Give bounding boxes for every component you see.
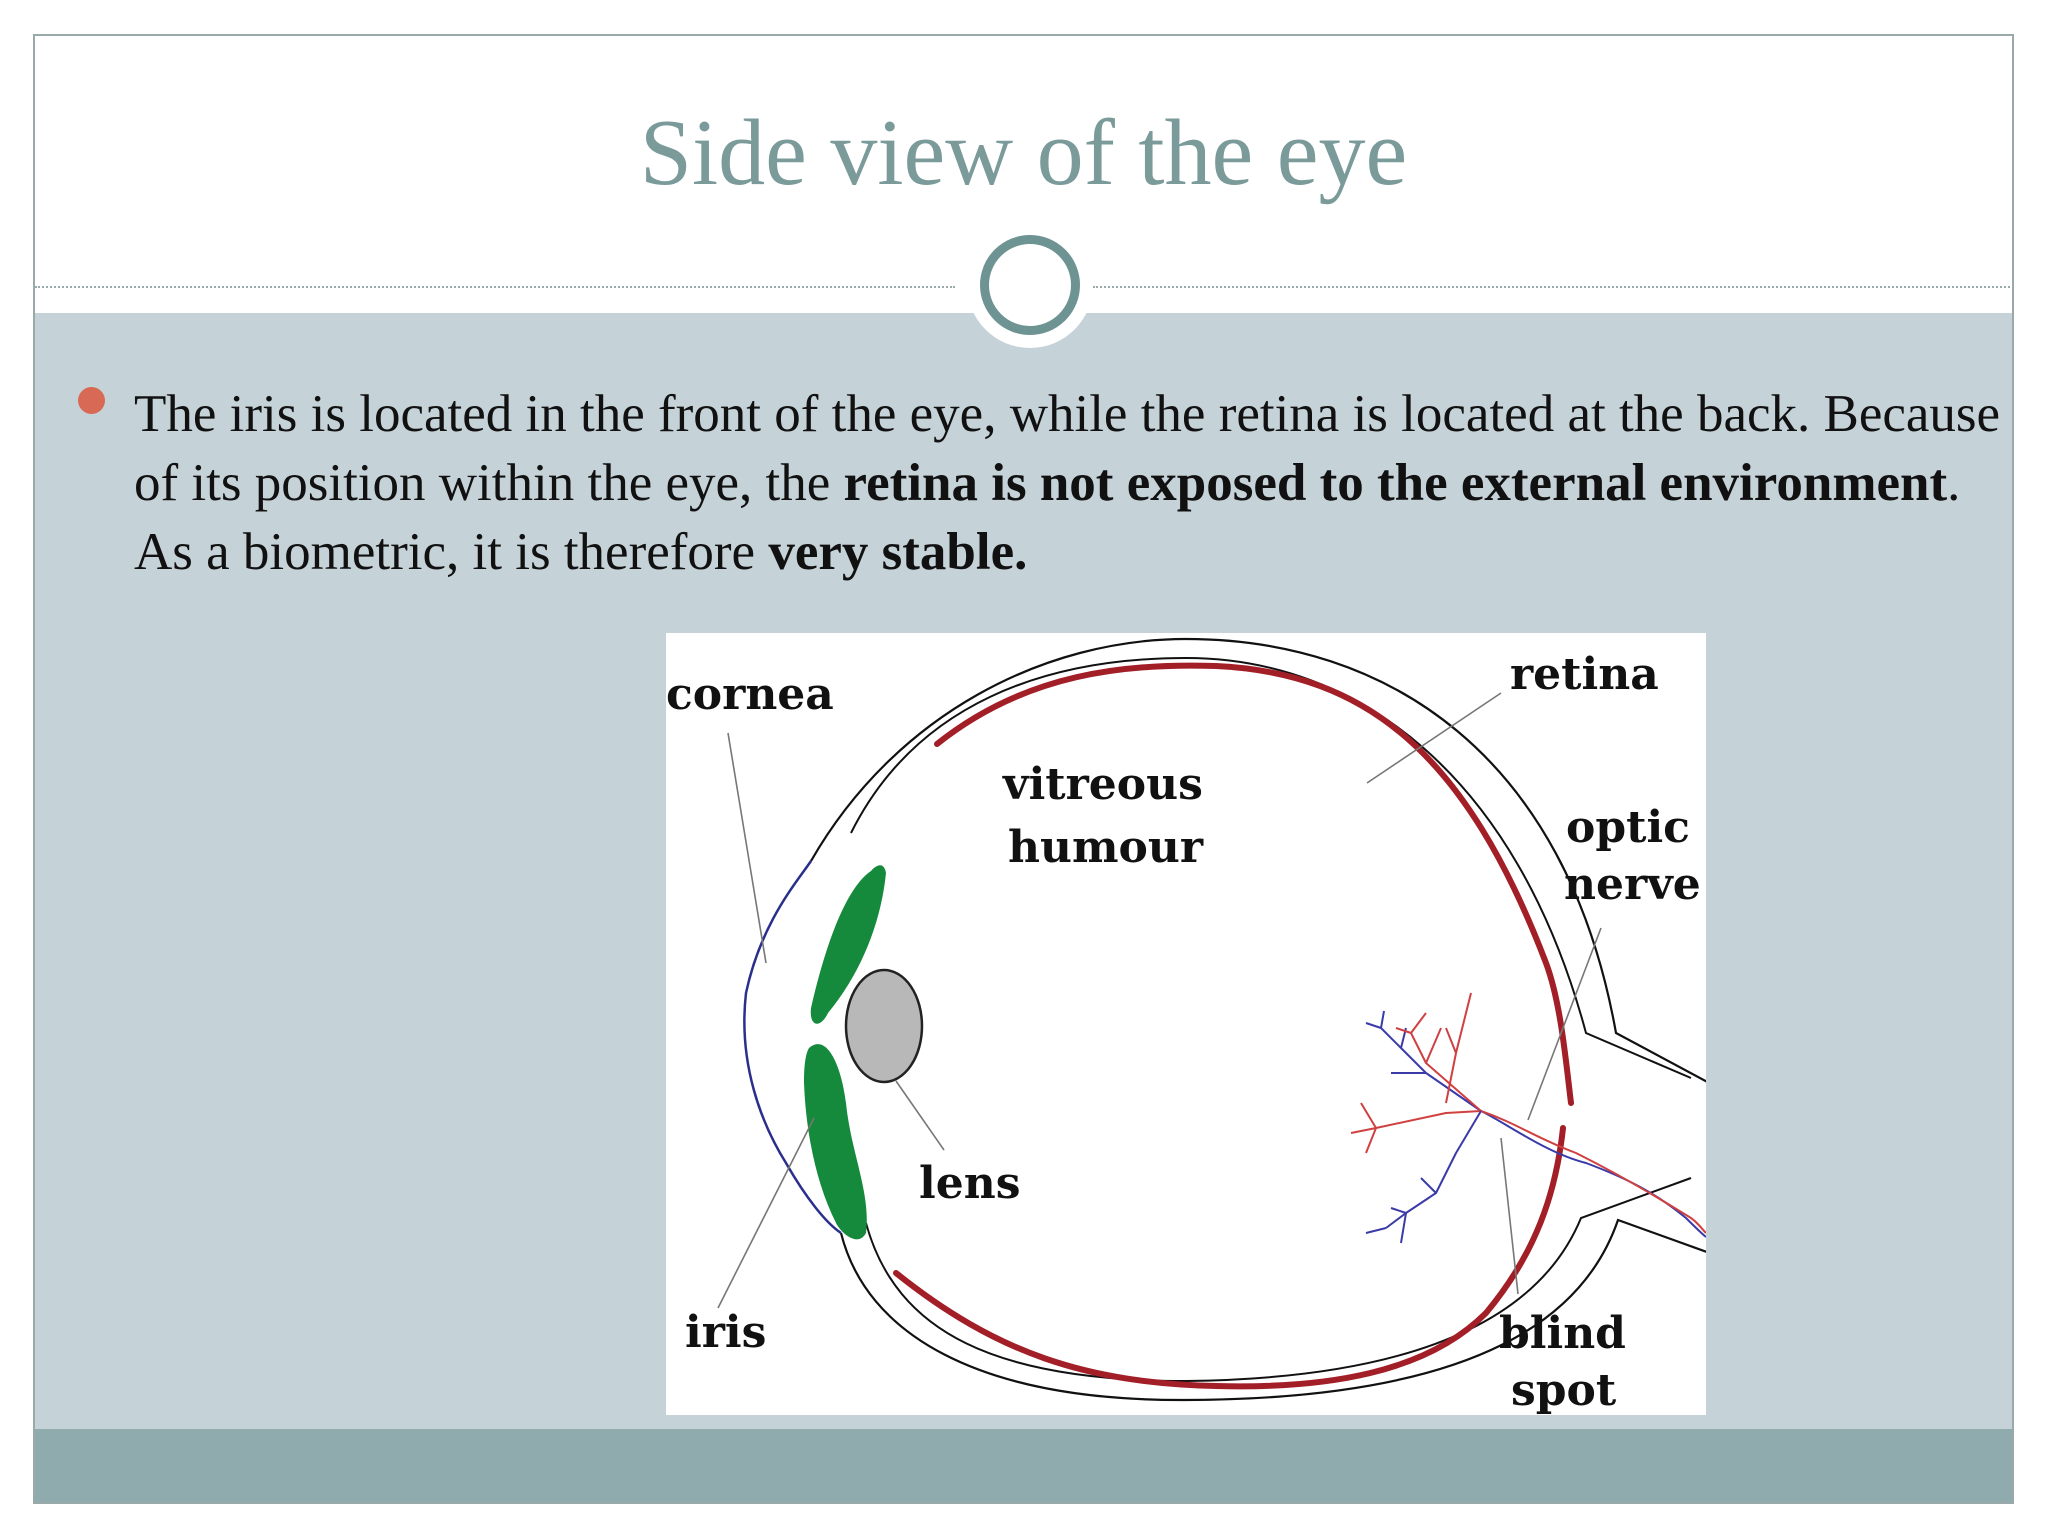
eye-diagram-svg: cornea retina vitreous humour optic nerv… (666, 637, 1706, 1415)
eye-diagram: cornea retina vitreous humour optic nerv… (666, 633, 1706, 1415)
bullet-bold-part-2: very stable. (768, 523, 1028, 581)
title-ring-icon (980, 235, 1080, 335)
optic-nerve-vessels (1350, 992, 1706, 1244)
slide-title: Side view of the eye (639, 101, 1408, 205)
retina-upper (934, 662, 1574, 1106)
retina-lower (893, 1125, 1566, 1390)
label-blind-1: blind (1499, 1308, 1626, 1359)
iris-lower (804, 1044, 867, 1240)
inner-outline-lower (865, 1177, 1692, 1383)
bullet-text-part-1: The iris is located in the front of the … (134, 385, 2001, 512)
label-cornea: cornea (666, 669, 834, 720)
sclera-outline-lower (839, 1218, 1706, 1402)
title-divider-right (1093, 286, 2012, 288)
bullet-icon (78, 387, 105, 414)
label-iris: iris (685, 1307, 766, 1358)
cornea-shape (743, 860, 842, 1235)
label-vitreous-1: vitreous (1002, 759, 1203, 810)
label-optic-2: nerve (1564, 859, 1701, 910)
lens-shape (844, 968, 924, 1084)
label-lens: lens (919, 1158, 1020, 1209)
sclera-outline (810, 637, 1706, 1083)
title-divider-left (35, 286, 955, 288)
inner-outline-upper (850, 656, 1692, 1079)
iris-upper (810, 865, 886, 1024)
label-blind-2: spot (1511, 1365, 1617, 1415)
bullet-text-part-2: . As a biometric, it is therefore (134, 454, 1961, 581)
footer-bar (35, 1429, 2012, 1502)
slide: Side view of the eye The iris is located… (33, 34, 2014, 1504)
label-optic-1: optic (1566, 802, 1690, 853)
label-vitreous-2: humour (1008, 822, 1204, 873)
bullet-bold-part-1: retina is not exposed to the external en… (843, 454, 1948, 512)
label-retina: retina (1510, 649, 1659, 700)
bullet-text: The iris is located in the front of the … (134, 380, 2004, 587)
label-pointer-lines (717, 692, 1602, 1309)
